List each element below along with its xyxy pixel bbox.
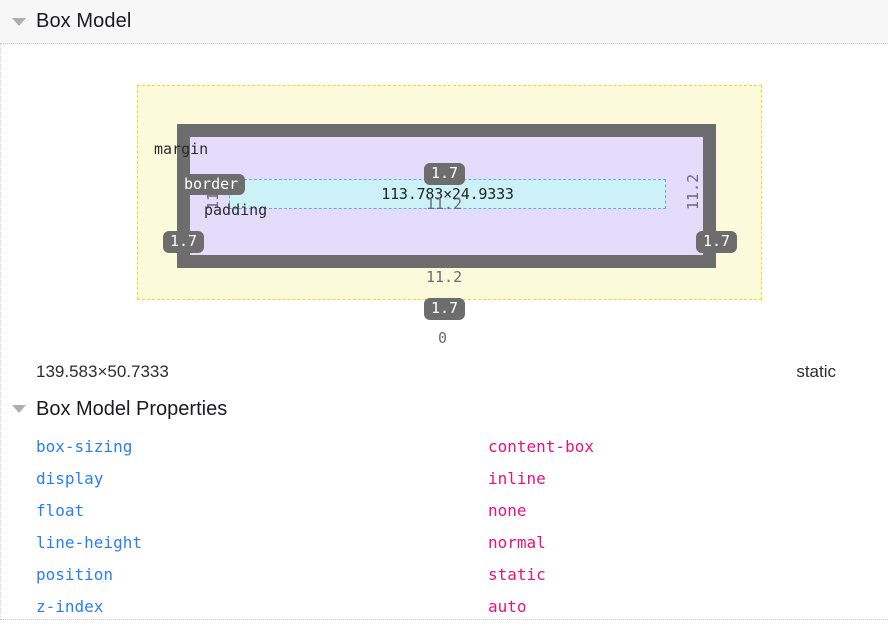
margin-region-label: margin [154,140,209,158]
triangle-down-icon[interactable] [12,17,26,26]
triangle-down-icon[interactable] [12,405,26,413]
table-row[interactable]: position static [0,558,888,590]
table-row[interactable]: z-index auto [0,590,888,622]
properties-title: Box Model Properties [36,397,228,420]
property-name[interactable]: position [36,564,114,584]
content-size-label: 113.783×24.9333 [381,185,514,203]
box-model-summary: 139.583×50.7333 static [0,355,888,389]
property-name[interactable]: box-sizing [36,436,133,456]
box-model-properties-list: box-sizing content-box display inline fl… [0,430,888,622]
property-name[interactable]: float [36,500,85,520]
border-region[interactable]: 113.783×24.9333 [177,124,716,268]
property-value[interactable]: inline [488,468,546,488]
property-value[interactable]: static [488,564,546,584]
table-row[interactable]: box-sizing content-box [0,430,888,462]
table-row[interactable]: float none [0,494,888,526]
property-name[interactable]: line-height [36,532,142,552]
padding-right-value: 11.2 [684,173,702,210]
property-name[interactable]: display [36,468,104,488]
property-value[interactable]: content-box [488,436,594,456]
border-top-value: 1.7 [424,163,466,185]
padding-bottom-value: 11.2 [426,268,463,286]
border-bottom-value: 1.7 [424,298,466,320]
border-right-value: 1.7 [696,231,738,253]
box-model-properties-header[interactable]: Box Model Properties [0,393,888,425]
page-title: Box Model [36,10,132,32]
element-position: static [796,362,836,381]
property-value[interactable]: normal [488,532,546,552]
panel-left-divider [0,44,1,619]
table-row[interactable]: line-height normal [0,526,888,558]
border-region-label: border [180,174,246,195]
property-name[interactable]: z-index [36,596,104,616]
padding-top-value: 11.2 [426,195,463,213]
border-left-value: 1.7 [163,231,205,253]
padding-region-label: padding [204,201,268,219]
margin-bottom-value: 0 [438,329,448,347]
element-dimensions: 139.583×50.7333 [36,362,169,381]
box-model-diagram: 0 0 0 0 113.783×24.9333 11.2 11.2 11.2 1… [0,44,888,347]
property-value[interactable]: auto [488,596,527,616]
table-row[interactable]: display inline [0,462,888,494]
panel-bottom-divider [0,619,888,620]
property-value[interactable]: none [488,500,527,520]
box-model-section-header[interactable]: Box Model [0,0,888,44]
